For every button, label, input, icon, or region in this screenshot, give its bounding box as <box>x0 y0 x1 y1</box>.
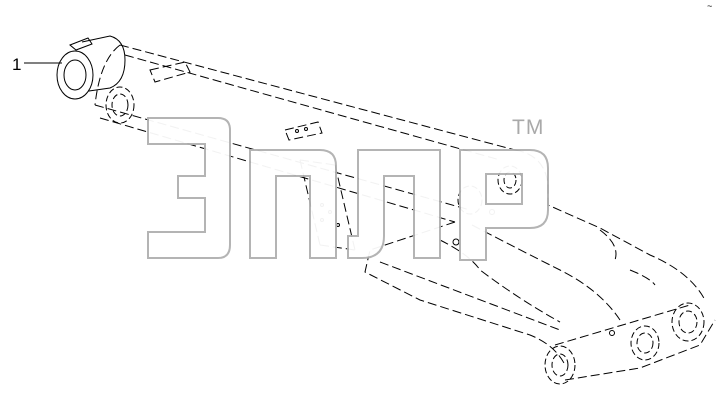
bore-tip <box>671 302 705 342</box>
bore-bottom <box>630 325 660 361</box>
trademark-symbol: TM <box>512 116 545 139</box>
watermark-letter-e <box>147 117 231 259</box>
boom-arm-phantom-outline <box>94 44 716 381</box>
watermark-letter-r <box>459 149 549 261</box>
part-1-bushing <box>56 35 126 100</box>
watermark-logo <box>147 117 549 261</box>
bolt-holes <box>295 127 615 336</box>
watermark-letter-l <box>347 149 441 259</box>
bore-left <box>105 86 135 124</box>
watermark-letter-p <box>249 149 337 259</box>
bore-lower <box>544 345 576 385</box>
corner-mark: ~ <box>707 2 713 12</box>
pin-bores <box>105 86 705 385</box>
part-callout-number: 1 <box>12 55 22 74</box>
